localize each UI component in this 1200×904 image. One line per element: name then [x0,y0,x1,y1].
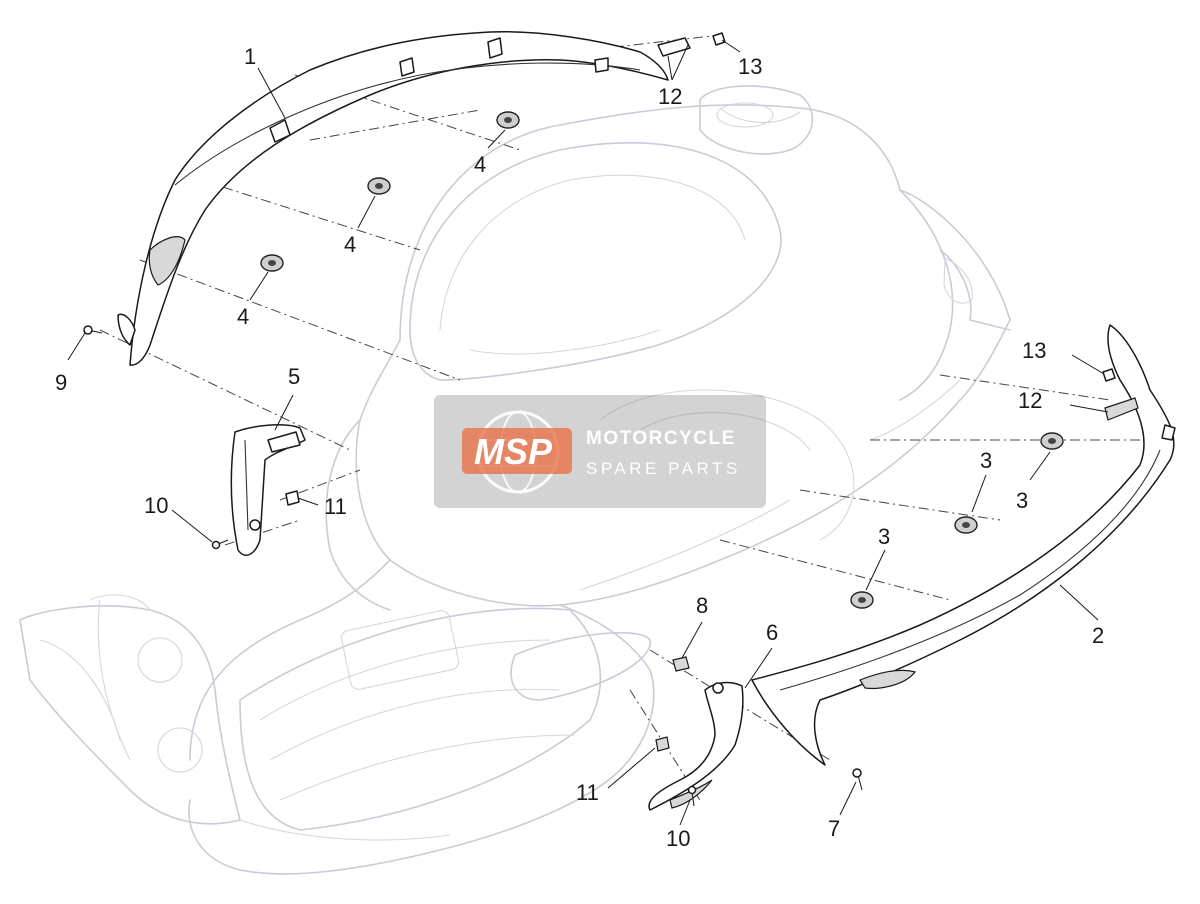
watermark-title: MOTORCYCLE [586,428,736,449]
callout-3c: 3 [878,524,890,549]
clip-12-right [1104,397,1139,421]
screw-10-left [211,539,229,550]
callout-12a: 12 [658,84,682,109]
nut-13-right [1102,368,1116,382]
callout-4c: 4 [237,304,249,329]
screw-9 [83,325,103,335]
callout-3b: 3 [1016,488,1028,513]
callout-7: 7 [828,816,840,841]
nut-13-top [712,32,726,46]
hardware [83,32,1139,807]
callout-11a: 11 [324,494,347,519]
grommet-4a [496,111,520,129]
watermark-background [434,395,766,508]
msp-logo-badge [462,428,572,474]
grommet-3a [1040,432,1064,450]
watermark-logo: MSP [474,431,553,472]
watermark-subtitle: SPARE PARTS [586,459,741,478]
callout-13a: 13 [738,54,762,79]
part-2-lower-side-cover [751,324,1176,766]
callout-labels: 1 2 3 3 3 4 4 4 5 6 7 8 9 10 10 11 11 12… [55,44,1104,851]
grommet-4b [367,177,391,195]
callout-11b: 11 [576,780,599,805]
callout-1: 1 [244,44,256,69]
scooter-body-outline [19,85,1011,875]
callout-12b: 12 [1018,388,1042,413]
clip-11-left [285,490,300,506]
callout-3a: 3 [980,448,992,473]
watermark: MSP MOTORCYCLE SPARE PARTS [434,395,766,508]
clip-8 [672,656,690,672]
part-1-upper-side-cover [117,30,669,366]
clip-12-top [657,37,691,57]
callout-6: 6 [766,620,778,645]
callout-10a: 10 [144,493,168,518]
callout-9: 9 [55,370,67,395]
callout-4b: 4 [344,232,356,257]
callout-4a: 4 [474,152,486,177]
screw-10-right [687,785,697,807]
part-5-bracket [230,424,306,556]
grommets [260,111,1064,609]
grommet-3c [850,591,874,609]
grommet-4c [260,254,284,272]
screw-7 [852,768,863,791]
clip-11-right [655,736,670,752]
callout-2: 2 [1092,623,1104,648]
callout-8: 8 [696,593,708,618]
callout-13b: 13 [1022,338,1046,363]
callout-10b: 10 [666,826,690,851]
leader-lines [67,39,1109,826]
grommet-3b [954,516,978,534]
callout-5: 5 [288,364,300,389]
